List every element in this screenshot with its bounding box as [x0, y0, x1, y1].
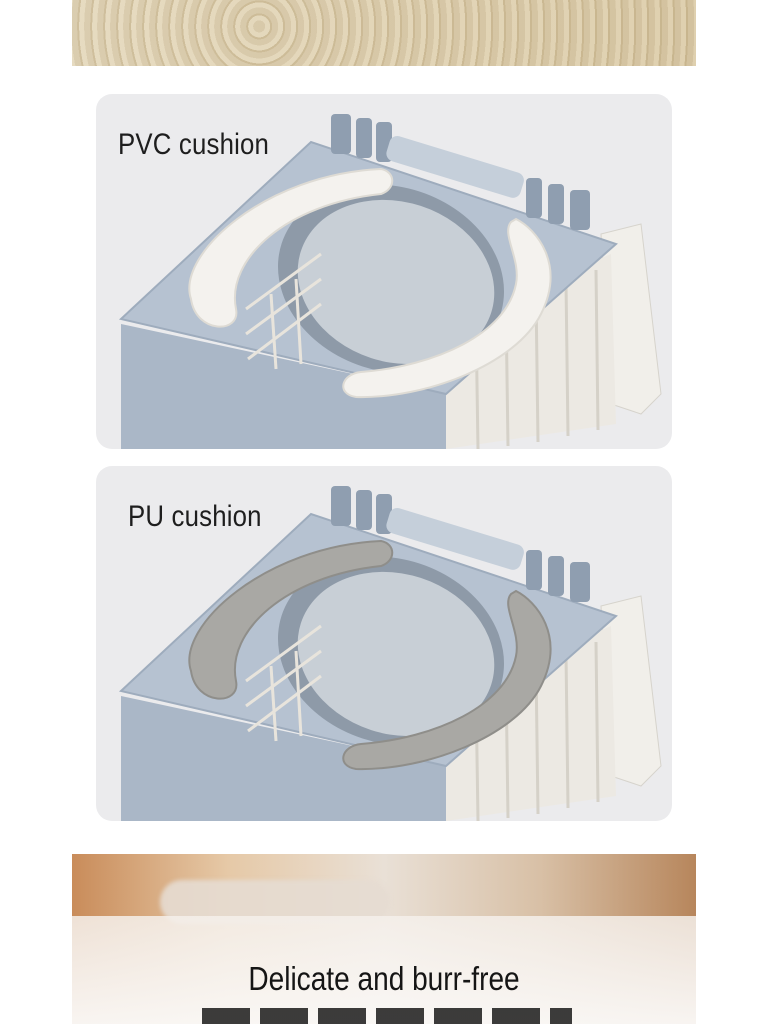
- tagline: Delicate and burr-free: [248, 960, 520, 997]
- pvc-cushion-card: PVC cushion: [96, 94, 672, 449]
- bottom-banner: Delicate and burr-free: [72, 854, 696, 1024]
- chinese-heading-cropped: [202, 1008, 572, 1024]
- pvc-toilet-illustration: [118, 114, 662, 449]
- banner-overlay: [72, 916, 696, 1024]
- pu-cushion-card: PU cushion: [96, 466, 672, 821]
- top-banner-image: [72, 0, 696, 66]
- cushion-label: PVC cushion: [118, 128, 270, 161]
- cushion-label: PU cushion: [128, 500, 262, 533]
- pu-toilet-illustration: [118, 486, 662, 821]
